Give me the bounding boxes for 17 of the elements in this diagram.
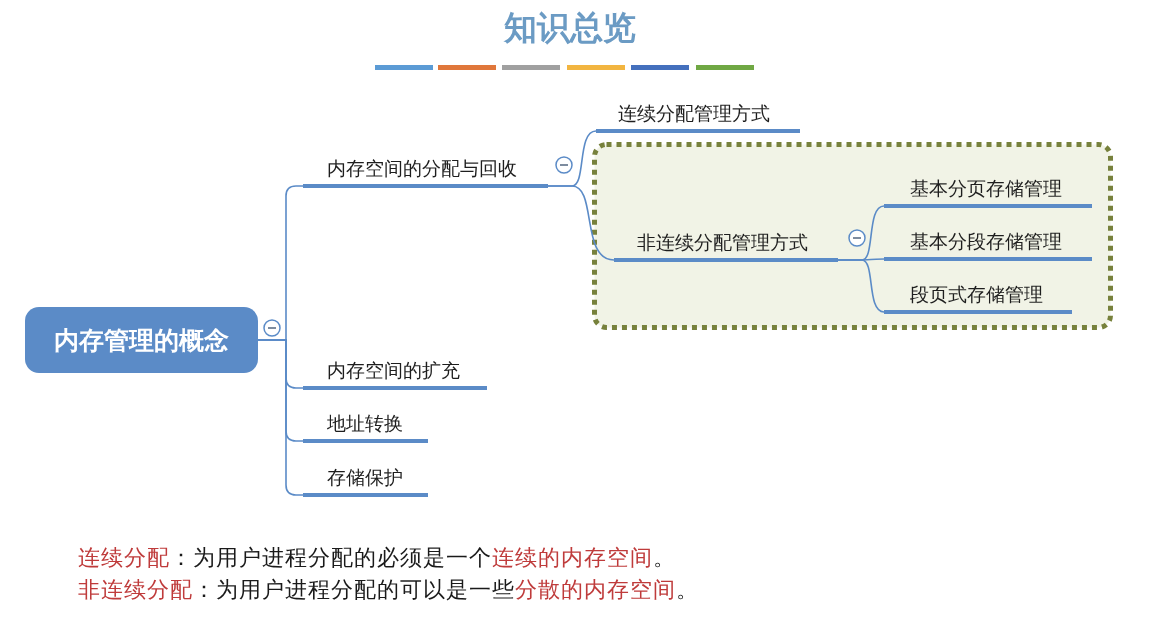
note-text: 连续分配：为用户进程分配的必须是一个连续的内存空间。 bbox=[78, 544, 676, 572]
topic-label: 连续分配管理方式 bbox=[596, 97, 800, 133]
topic-label: 基本分页存储管理 bbox=[884, 172, 1092, 208]
topic-label: 存储保护 bbox=[303, 461, 428, 497]
topic-label: 内存空间的扩充 bbox=[303, 354, 487, 390]
root-topic-box: 内存管理的概念 bbox=[25, 307, 258, 373]
note-text: 非连续分配：为用户进程分配的可以是一些分散的内存空间。 bbox=[78, 576, 699, 604]
branch-line bbox=[257, 339, 304, 496]
branch-line bbox=[547, 185, 615, 261]
topic-label: 地址转换 bbox=[303, 407, 428, 443]
page-title: 知识总览 bbox=[504, 8, 636, 48]
boundary-frame bbox=[592, 142, 1113, 330]
topic-label: 基本分段存储管理 bbox=[884, 225, 1092, 261]
branch-line bbox=[837, 259, 885, 313]
topic-label: 段页式存储管理 bbox=[884, 278, 1072, 314]
topic-label: 非连续分配管理方式 bbox=[614, 226, 838, 262]
topic-label: 内存空间的分配与回收 bbox=[303, 152, 548, 188]
